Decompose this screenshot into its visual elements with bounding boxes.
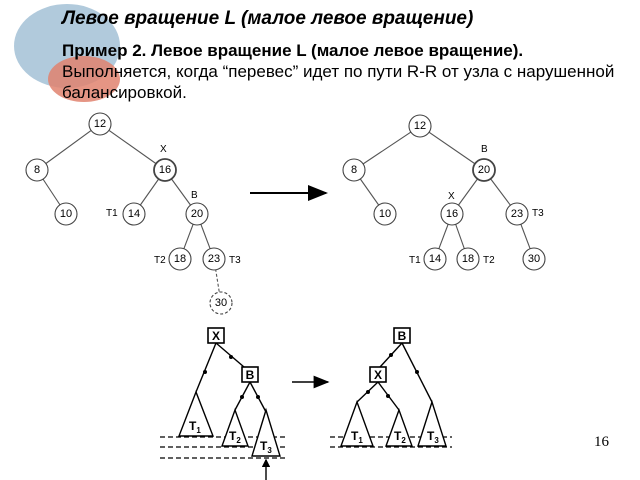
schema-before: T1 T2 T3 X B [160,327,286,480]
node-8: 8 [25,158,49,182]
svg-text:23: 23 [511,208,523,220]
svg-text:16: 16 [446,208,458,220]
subtree-t3: T3 [260,439,272,455]
label-t2: T2 [154,255,166,266]
decorative-red-ellipse [48,56,120,102]
label-b: B [481,144,488,155]
example-text-block: Пример 2. Левое вращение L (малое левое … [62,40,622,103]
node-16: 16 [153,158,177,182]
node-14: 14 [423,247,447,271]
svg-text:16: 16 [159,164,171,176]
schema-after: T1 T2 T3 B X [330,327,452,448]
example-description: Выполняется, когда “перевес” идет по пут… [62,62,615,102]
svg-text:X: X [212,329,220,343]
box-x: X [207,327,225,344]
box-x: X [369,366,387,383]
svg-text:23: 23 [208,253,220,265]
node-30-new: 30 [209,291,233,315]
label-x: X [448,191,455,202]
svg-text:10: 10 [60,208,72,220]
node-18: 18 [456,247,480,271]
node-16: 16 [440,202,464,226]
page-number: 16 [594,434,609,450]
node-10: 10 [373,202,397,226]
svg-text:X: X [374,368,382,382]
svg-text:B: B [246,368,255,382]
node-20: 20 [185,202,209,226]
tree-before: 12 8 16 10 14 20 18 23 30 X B T1 T2 T3 [25,112,241,315]
box-b: B [241,366,259,383]
label-x: X [160,144,167,155]
svg-text:8: 8 [34,164,40,176]
node-30: 30 [522,247,546,271]
svg-text:14: 14 [128,208,140,220]
node-23: 23 [505,202,529,226]
subtree-t3: T3 [427,429,439,445]
node-8: 8 [342,158,366,182]
label-t3: T3 [229,255,241,266]
subtree-t1: T1 [351,429,363,445]
svg-text:12: 12 [94,118,106,130]
svg-text:18: 18 [462,253,474,265]
subtree-t2: T2 [394,429,406,445]
svg-text:30: 30 [528,253,540,265]
slide-title: Левое вращение L (малое левое вращение) [62,8,474,29]
node-20: 20 [472,158,496,182]
svg-text:14: 14 [429,253,441,265]
label-t2: T2 [483,255,495,266]
example-lead: Пример 2. Левое вращение L (малое левое … [62,41,524,60]
node-23: 23 [202,247,226,271]
svg-text:B: B [398,329,407,343]
tree-after: 12 8 20 10 16 23 14 18 30 B X T1 T2 T3 [342,114,546,271]
label-b: B [191,190,198,201]
node-12: 12 [88,112,112,136]
label-t1: T1 [106,208,118,219]
node-14: 14 [122,202,146,226]
node-10: 10 [54,202,78,226]
node-12: 12 [408,114,432,138]
svg-text:20: 20 [478,164,490,176]
box-b: B [393,327,411,344]
svg-text:8: 8 [351,164,357,176]
svg-text:20: 20 [191,208,203,220]
subtree-t2: T2 [229,429,241,445]
svg-text:18: 18 [174,253,186,265]
label-t3: T3 [532,208,544,219]
svg-text:12: 12 [414,120,426,132]
subtree-t1: T1 [189,419,201,435]
svg-text:30: 30 [215,297,227,309]
svg-text:10: 10 [379,208,391,220]
label-t1: T1 [409,255,421,266]
node-18: 18 [168,247,192,271]
